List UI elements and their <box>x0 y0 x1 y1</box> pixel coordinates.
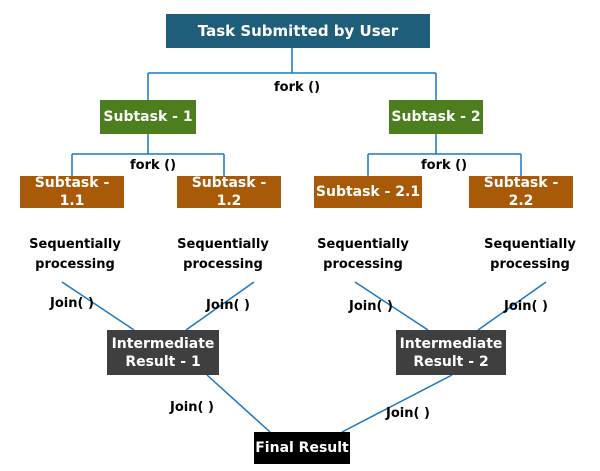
fork-label-top: fork () <box>274 80 321 95</box>
connector-join-2-1 <box>354 281 429 331</box>
task-submitted-box: Task Submitted by User <box>166 14 430 48</box>
sequential-processing-2-1: Sequentially processing <box>317 237 409 272</box>
connector-join-1-1 <box>61 281 135 331</box>
join-label-2-1: Join( ) <box>349 299 393 314</box>
intermediate-result-1-label: Intermediate Result - 1 <box>111 335 215 370</box>
join-label-final-right: Join( ) <box>386 406 430 421</box>
subtask-2-1-box: Subtask - 2.1 <box>314 176 422 208</box>
subtask-1-box: Subtask - 1 <box>100 100 196 134</box>
fork-label-right: fork () <box>421 158 468 173</box>
intermediate-result-2-box: Intermediate Result - 2 <box>396 330 506 375</box>
intermediate-result-2-label: Intermediate Result - 2 <box>399 335 503 370</box>
sequential-processing-1-2: Sequentially processing <box>177 237 269 272</box>
connector-join-2-2 <box>477 281 547 331</box>
join-label-1-2: Join( ) <box>206 298 250 313</box>
task-submitted-label: Task Submitted by User <box>197 22 399 40</box>
fork-label-left: fork () <box>130 158 177 173</box>
subtask-2-label: Subtask - 2 <box>391 109 481 125</box>
subtask-1-2-box: Subtask - 1.2 <box>177 175 281 209</box>
connector-final-left <box>206 374 271 433</box>
subtask-1-label: Subtask - 1 <box>103 109 193 125</box>
sequential-processing-1-1: Sequentially processing <box>29 237 121 272</box>
join-label-final-left: Join( ) <box>170 400 214 415</box>
subtask-2-2-label: Subtask - 2.2 <box>483 175 559 209</box>
sequential-processing-2-2: Sequentially processing <box>484 237 576 272</box>
connector-join-1-2 <box>185 281 255 331</box>
subtask-1-2-label: Subtask - 1.2 <box>191 175 267 209</box>
subtask-2-1-label: Subtask - 2.1 <box>315 184 421 200</box>
join-label-2-2: Join( ) <box>504 299 548 314</box>
subtask-2-box: Subtask - 2 <box>389 100 483 134</box>
subtask-1-1-box: Subtask - 1.1 <box>20 175 124 209</box>
intermediate-result-1-box: Intermediate Result - 1 <box>107 330 219 375</box>
final-result-box: Final Result <box>254 432 350 464</box>
connector-final-right <box>341 374 453 433</box>
join-label-1-1: Join( ) <box>50 296 94 311</box>
subtask-2-2-box: Subtask - 2.2 <box>469 175 573 209</box>
subtask-1-1-label: Subtask - 1.1 <box>34 175 110 209</box>
final-result-label: Final Result <box>255 440 349 456</box>
